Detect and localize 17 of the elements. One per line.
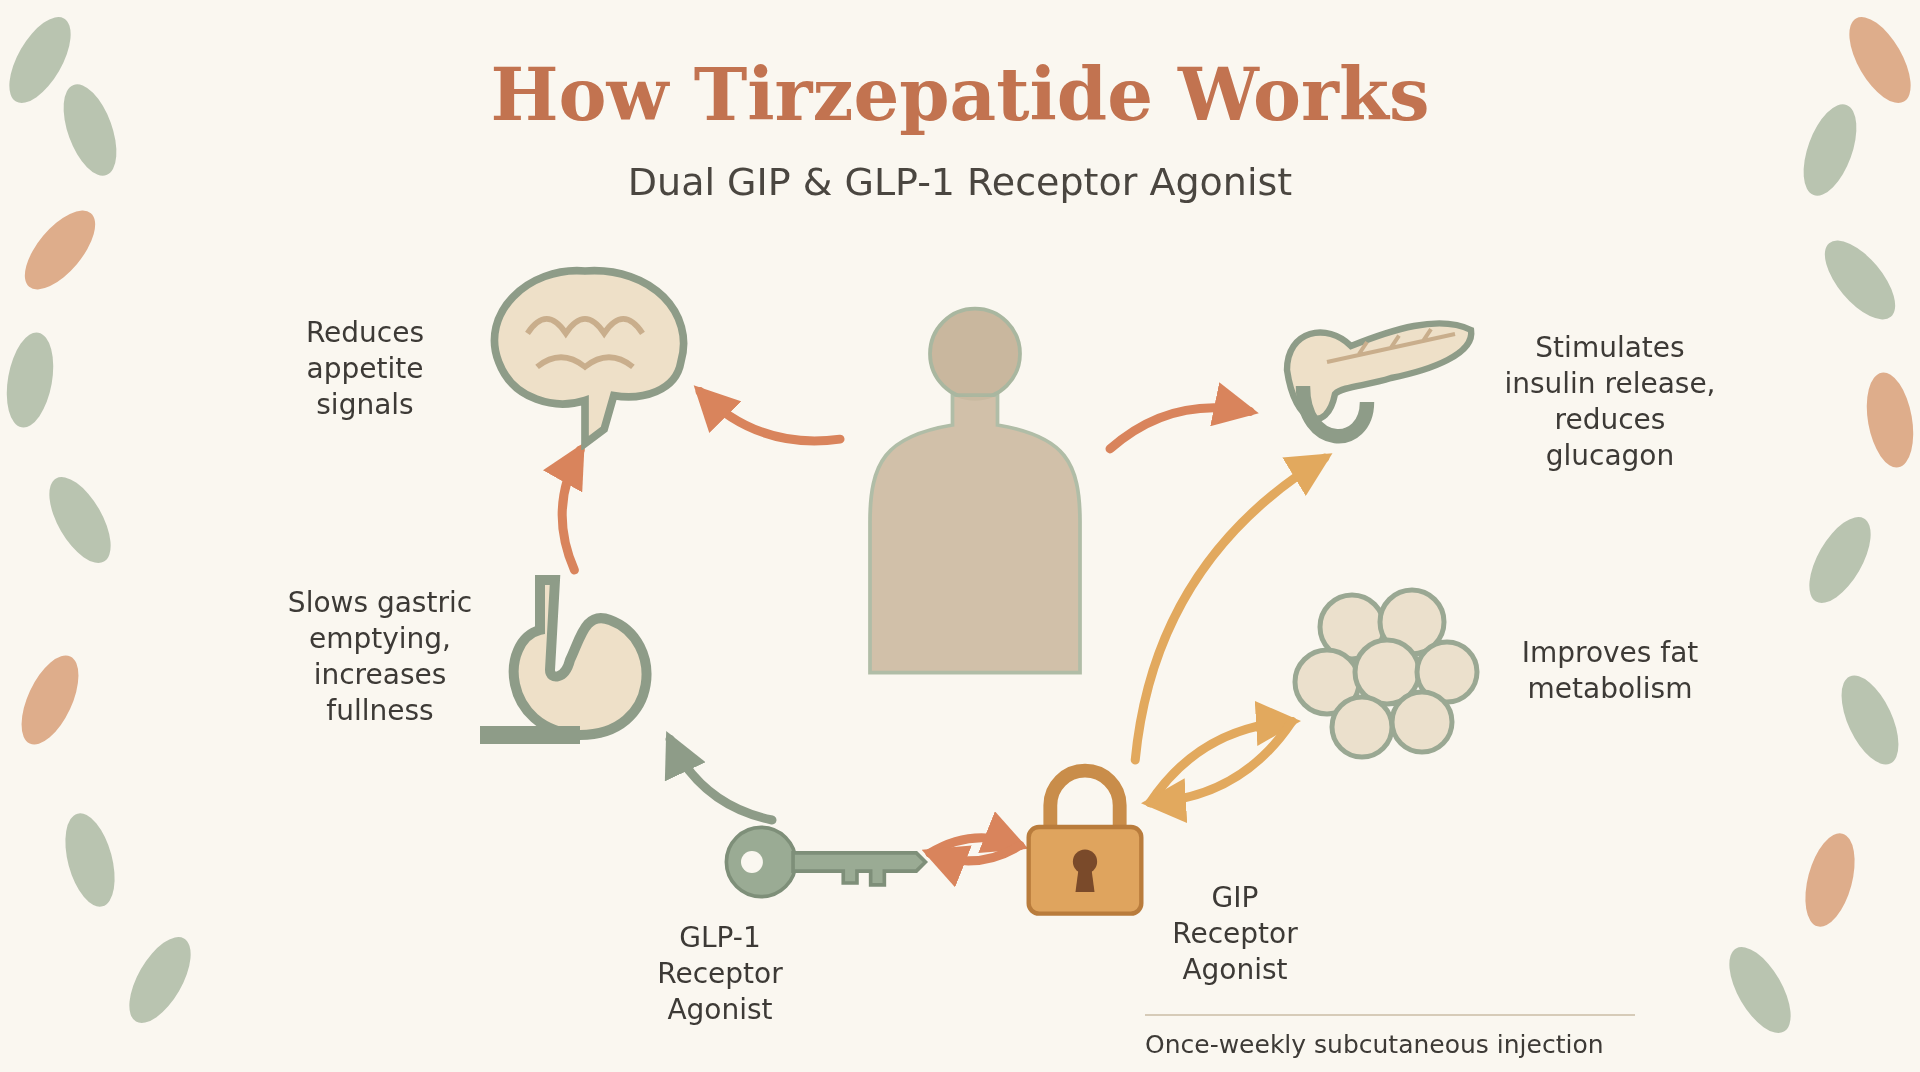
arrow bbox=[921, 841, 1025, 887]
arrow bbox=[1105, 383, 1259, 454]
title: How Tirzepatide Works bbox=[489, 52, 1431, 137]
arrow bbox=[543, 442, 585, 575]
arrow bbox=[1141, 716, 1297, 822]
subtitle: Dual GIP & GLP-1 Receptor Agonist bbox=[626, 160, 1294, 204]
organ-caption: Slows gastric emptying, increases fullness bbox=[286, 585, 474, 729]
organ-caption: Stimulates insulin release, reduces glucagon bbox=[1503, 330, 1717, 474]
organ-caption: Reduces appetite signals bbox=[304, 315, 426, 423]
arrow bbox=[1130, 453, 1333, 765]
organ-caption: Improves fat metabolism bbox=[1520, 635, 1700, 707]
arrow bbox=[693, 385, 845, 446]
organ-caption: GLP-1 Receptor Agonist bbox=[656, 920, 784, 1028]
organ-caption: GIP Receptor Agonist bbox=[1171, 880, 1299, 988]
arrow bbox=[665, 731, 777, 825]
caption: Once-weekly subcutaneous injection bbox=[1145, 1030, 1605, 1059]
arrow bbox=[1145, 702, 1301, 808]
